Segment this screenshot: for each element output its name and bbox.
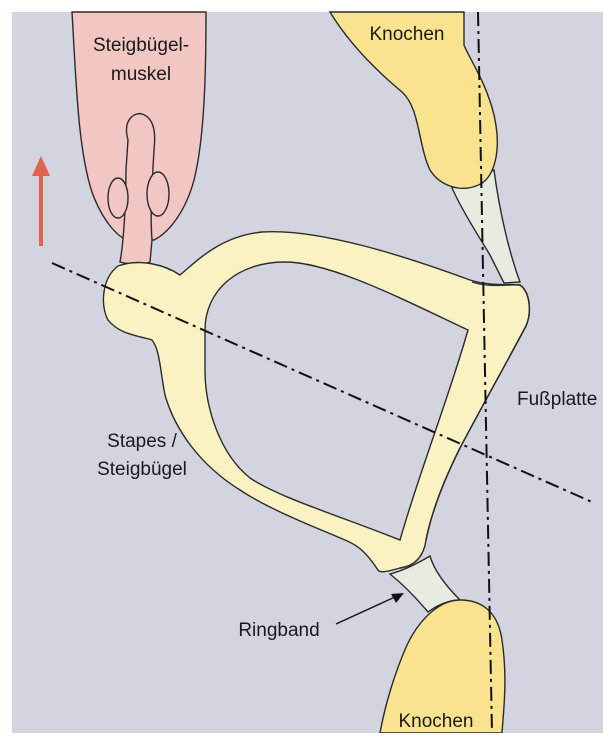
label-muscle-line2: muskel	[111, 64, 171, 85]
label-ringband: Ringband	[238, 620, 319, 641]
label-footplate: Fußplatte	[517, 389, 597, 410]
label-stapes-line2: Steigbügel	[97, 459, 187, 480]
label-muscle-line1: Steigbügel-	[93, 35, 189, 56]
label-stapes-line1: Stapes /	[107, 431, 177, 452]
label-bone-bottom: Knochen	[398, 711, 473, 732]
label-bone-top: Knochen	[369, 24, 444, 45]
tendon-lobe-right	[147, 172, 169, 216]
tendon-lobe-left	[108, 178, 128, 218]
